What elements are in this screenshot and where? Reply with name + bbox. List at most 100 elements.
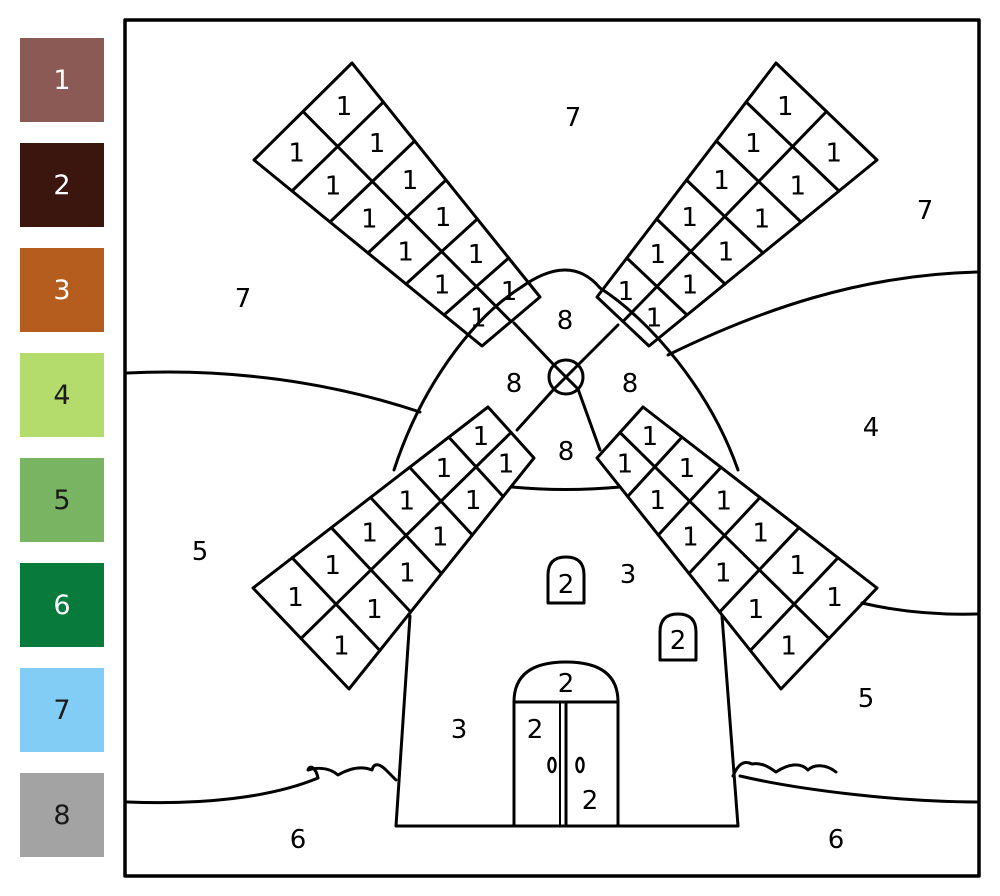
region-label-ground-left: 6 — [290, 825, 307, 855]
blade-cell-label: 1 — [777, 92, 794, 122]
blade-cell-label: 1 — [718, 237, 735, 267]
ground-right-outline — [738, 774, 979, 804]
blade-cell-label: 1 — [465, 486, 482, 516]
door-knob-left — [547, 756, 557, 774]
blade-cell-label: 1 — [399, 559, 416, 589]
blade-cell-label: 1 — [434, 270, 451, 300]
blade-top-right-rung — [744, 100, 841, 193]
blade-cell-label: 1 — [715, 559, 732, 589]
blade-cell-label: 1 — [369, 129, 386, 159]
region-label-cap-left: 8 — [506, 369, 523, 399]
blade-top-left — [252, 61, 542, 348]
blade-cell-label: 1 — [397, 237, 414, 267]
door-outline — [512, 660, 620, 828]
blade-bottom-left — [251, 405, 536, 691]
region-label-hill-bottom-right: 5 — [858, 684, 875, 714]
blade-bottom-right-rung — [626, 435, 684, 498]
windmill-blades — [251, 61, 879, 691]
blade-cell-label: 1 — [468, 240, 485, 270]
blade-cell-label: 1 — [826, 583, 843, 613]
blade-cell-label: 1 — [288, 138, 305, 168]
window-right-outline — [658, 612, 698, 662]
palette-swatch-7: 7 — [20, 668, 104, 752]
blade-cell-label: 1 — [287, 583, 304, 613]
door-knob-right — [575, 756, 585, 774]
blade-bottom-left-rung — [290, 556, 382, 652]
blade-cell-label: 1 — [617, 449, 634, 479]
region-label-window-upper: 2 — [558, 570, 575, 600]
palette-swatch-3: 3 — [20, 248, 104, 332]
blade-cell-label: 1 — [649, 486, 666, 516]
palette-swatch-6: 6 — [20, 563, 104, 647]
blade-cell-label: 1 — [716, 486, 733, 516]
blade-cell-label: 1 — [642, 422, 659, 452]
blade-top-right — [595, 61, 879, 348]
blade-cell-label: 1 — [361, 519, 378, 549]
blade-cell-label: 1 — [650, 240, 667, 270]
blade-cell-label: 1 — [682, 270, 699, 300]
grass-left — [306, 763, 398, 782]
blade-top-left-rung — [366, 178, 448, 255]
blade-top-left-rung — [442, 256, 511, 317]
blade-cell-label: 1 — [679, 454, 696, 484]
blade-cell-label: 1 — [681, 203, 698, 233]
region-label-door-left: 2 — [527, 715, 544, 745]
blade-cell-label: 1 — [713, 166, 730, 196]
blade-cell-label: 1 — [618, 277, 635, 307]
blade-bottom-left-rung — [447, 435, 505, 498]
blade-bottom-left-rung — [408, 465, 474, 537]
blade-bottom-right-rung — [656, 465, 723, 537]
region-label-window-right: 2 — [670, 626, 687, 656]
hill-left-outline — [125, 370, 422, 414]
region-label-door-arch: 2 — [558, 669, 575, 699]
blade-cell-label: 1 — [436, 454, 453, 484]
blade-top-right-rung — [685, 178, 765, 255]
hill-right-outline — [666, 270, 979, 357]
blade-cell-label: 1 — [336, 92, 353, 122]
window-upper-outline — [546, 555, 586, 605]
blade-cell-label: 1 — [752, 519, 769, 549]
region-label-sky-right: 7 — [917, 196, 934, 226]
blade-cell-label: 1 — [646, 303, 663, 333]
palette-swatch-1: 1 — [20, 38, 104, 122]
region-label-ground-right: 6 — [828, 825, 845, 855]
region-label-hill-right: 4 — [863, 413, 880, 443]
blade-bottom-right-rung — [718, 526, 801, 614]
blade-top-left-rung — [328, 139, 417, 224]
region-label-cap-top: 8 — [557, 306, 574, 336]
blade-cell-label: 1 — [366, 595, 383, 625]
blade-cell-label: 1 — [780, 632, 797, 662]
region-label-sky-left: 7 — [235, 284, 252, 314]
blade-cell-label: 1 — [748, 595, 765, 625]
blade-cell-label: 1 — [473, 422, 490, 452]
arm-lines — [512, 321, 620, 452]
hill-right-lower-outline — [860, 601, 979, 616]
blade-cell-label: 1 — [682, 522, 699, 552]
blade-top-left-rung — [404, 217, 479, 286]
blade-cell-label: 1 — [790, 171, 807, 201]
region-label-door-right: 2 — [582, 786, 599, 816]
region-label-sky-top: 7 — [565, 103, 582, 133]
region-label-cap-bottom: 8 — [558, 437, 575, 467]
tower-outline — [394, 614, 740, 828]
blade-cell-label: 1 — [324, 551, 341, 581]
blade-cell-label: 1 — [333, 632, 350, 662]
blade-bottom-right-rung — [748, 556, 840, 652]
blade-cell-label: 1 — [470, 303, 487, 333]
cap-base — [510, 485, 622, 491]
blade-bottom-left-rung — [369, 496, 443, 575]
blade-cell-label: 1 — [754, 204, 771, 234]
region-label-cap-right: 8 — [622, 369, 639, 399]
blade-top-right-rung — [655, 217, 727, 286]
cap-outline — [392, 268, 740, 472]
region-label-tower-left: 3 — [451, 715, 468, 745]
palette-swatch-2: 2 — [20, 143, 104, 227]
blade-top-left-rung — [290, 100, 385, 193]
blade-bottom-right-rung — [687, 496, 762, 575]
blade-cell-label: 1 — [435, 203, 452, 233]
region-label-hill-left: 5 — [192, 537, 209, 567]
blade-top-right-rung — [714, 139, 803, 224]
blade-bottom-left-rung — [329, 526, 413, 614]
